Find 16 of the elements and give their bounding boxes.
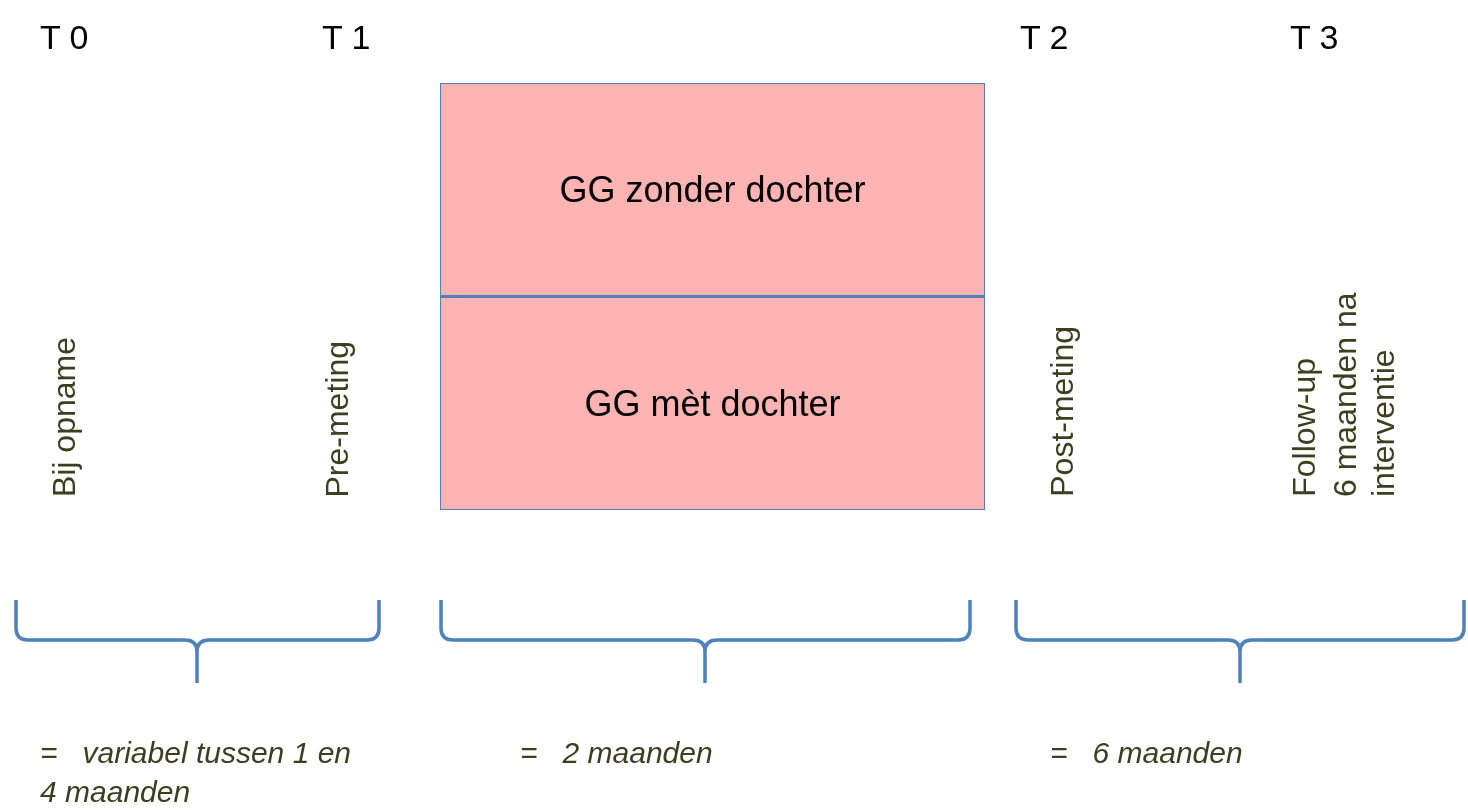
measurement-label: Pre-meting xyxy=(318,340,356,497)
measurement-label: 6 maanden na interventie xyxy=(1326,291,1403,497)
group-box xyxy=(440,83,985,297)
duration-note: = variabel tussen 1 en 4 maanden xyxy=(40,735,353,810)
timepoint-label: T 0 xyxy=(40,18,89,57)
duration-note: = 2 maanden xyxy=(520,735,713,771)
measurement-label: Follow-up xyxy=(1285,358,1323,497)
group-box xyxy=(440,295,985,510)
measurement-label: Bij opname xyxy=(45,336,83,497)
duration-note: = 6 maanden xyxy=(1050,735,1243,771)
group-label: GG mèt dochter xyxy=(584,382,841,425)
timepoint-label: T 2 xyxy=(1020,18,1069,57)
measurement-label: Post-meting xyxy=(1043,326,1081,497)
group-label: GG zonder dochter xyxy=(559,169,866,211)
timepoint-label: T 1 xyxy=(322,18,371,57)
timepoint-label: T 3 xyxy=(1290,18,1339,57)
